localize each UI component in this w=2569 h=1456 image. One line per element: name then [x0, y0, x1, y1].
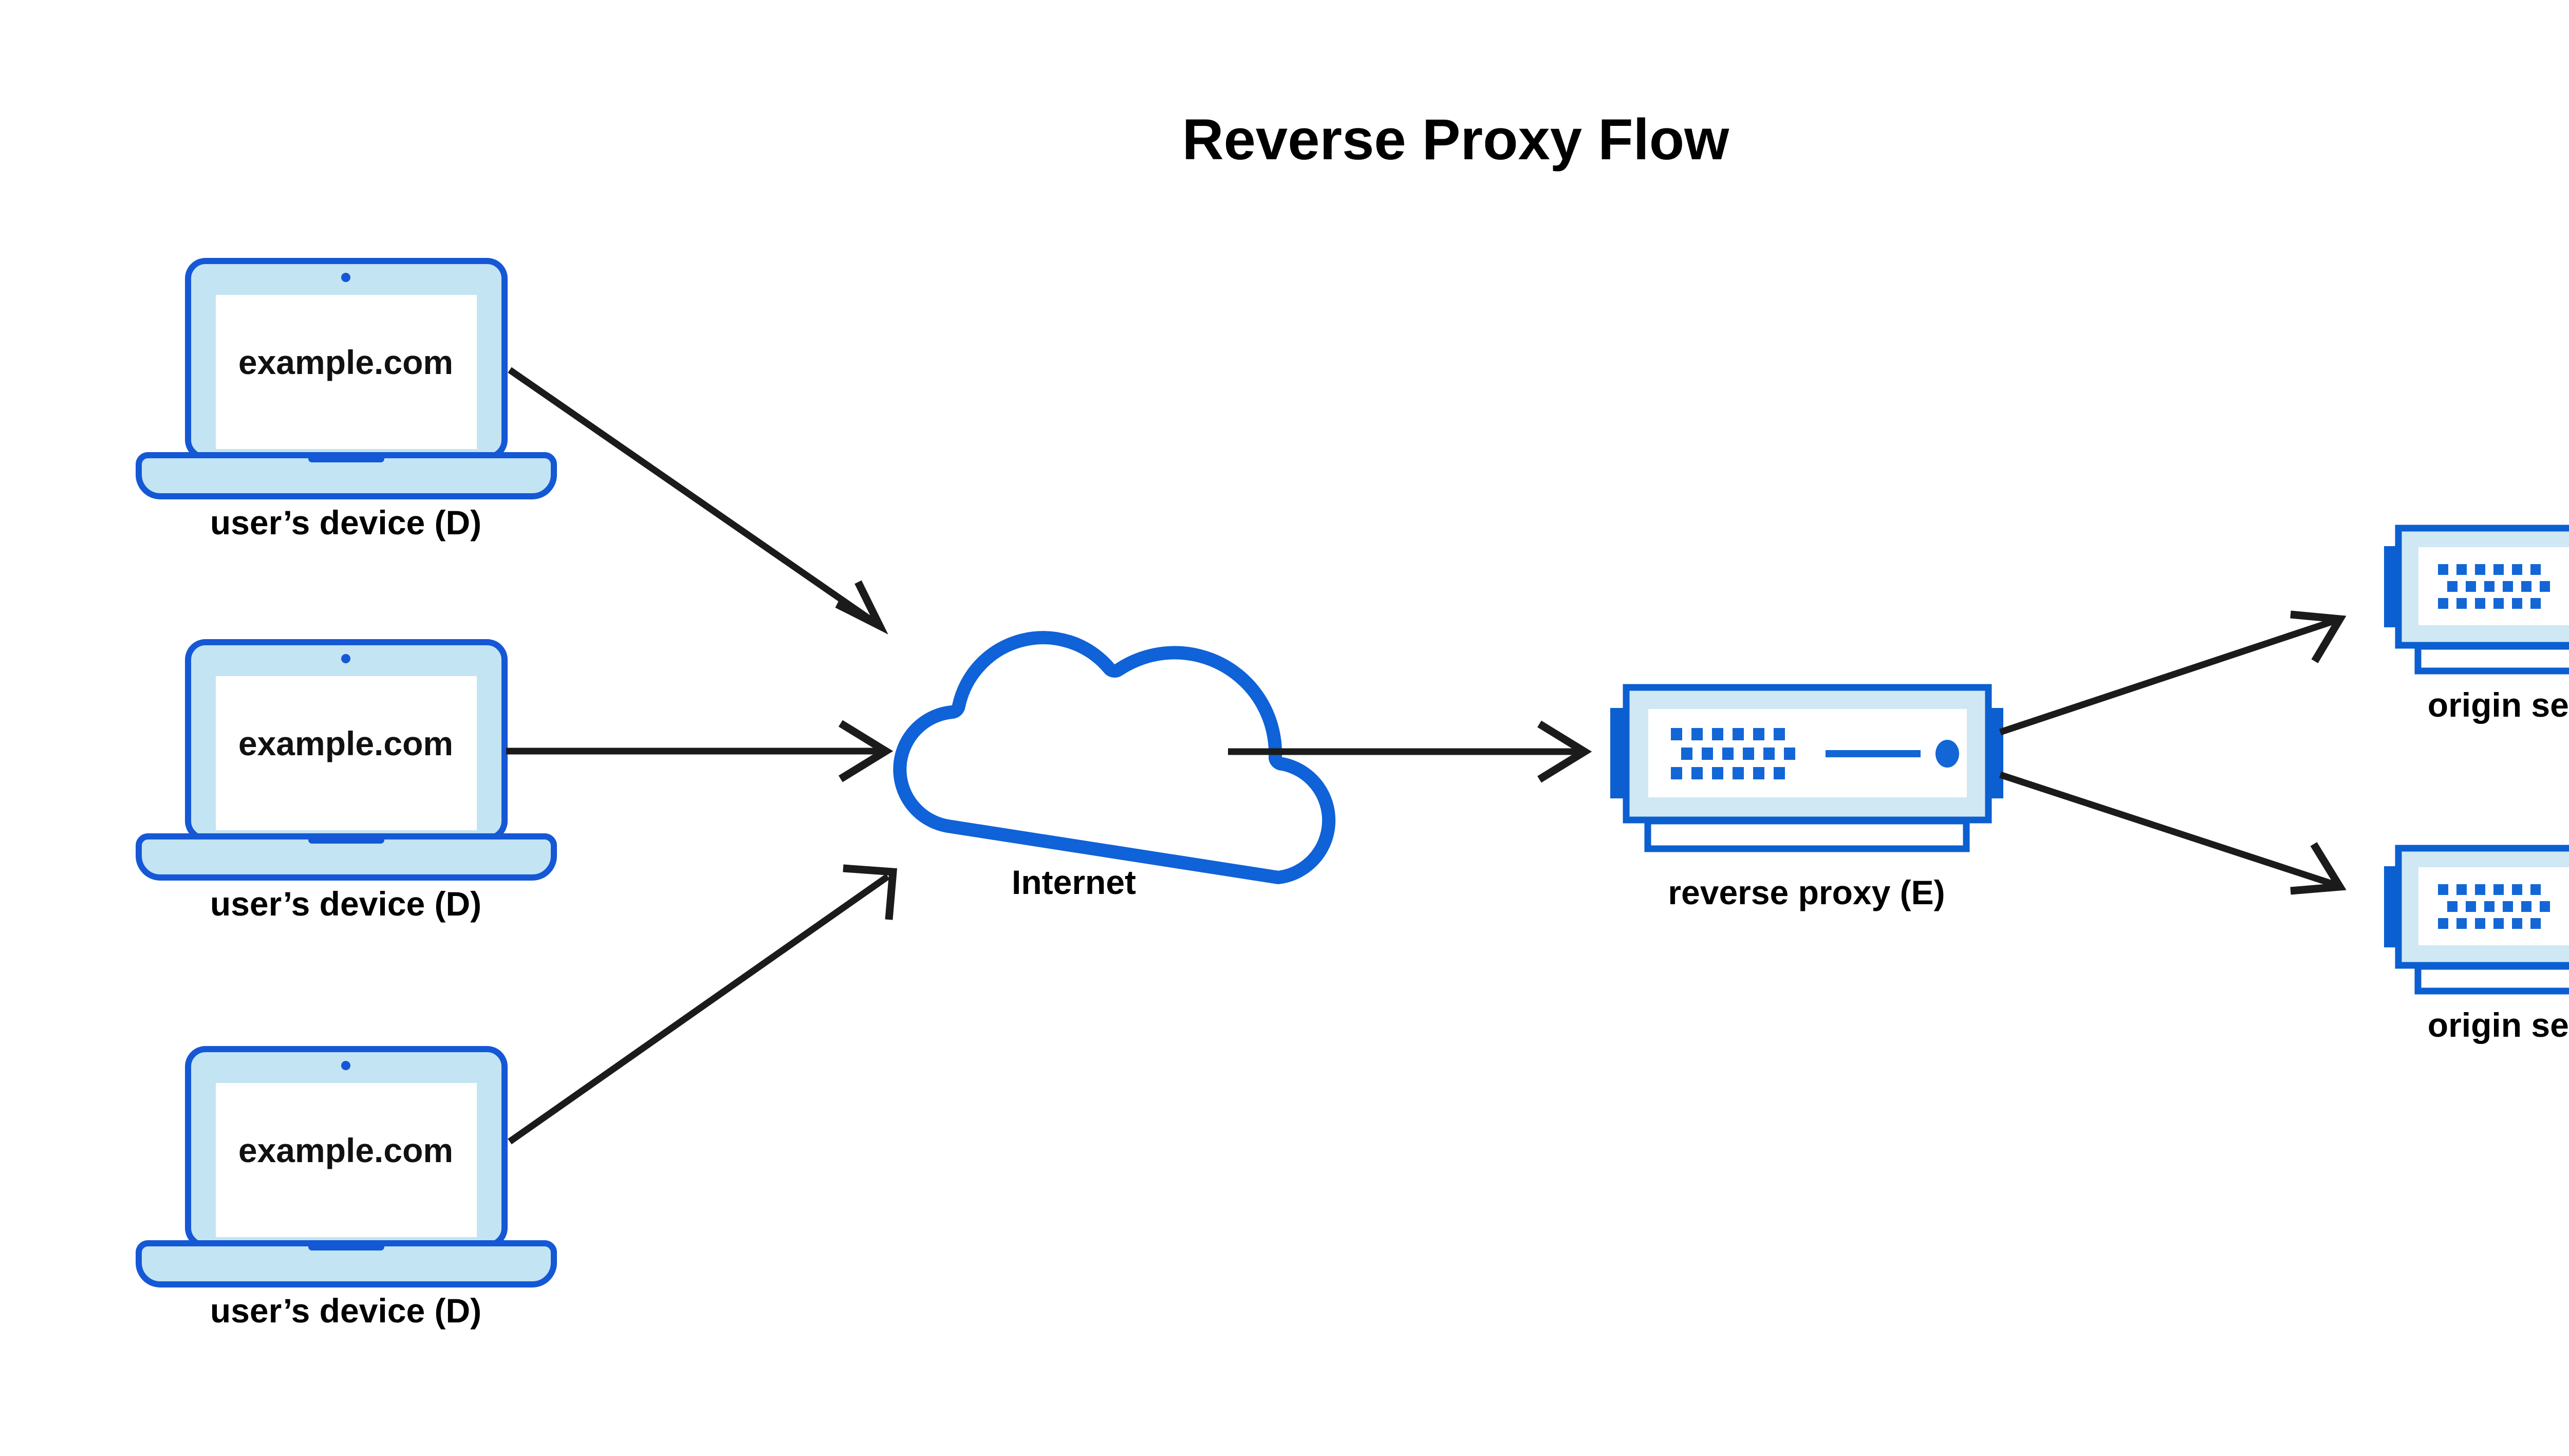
origin-server-label-1: origin server (F) [2428, 686, 2569, 724]
cloud-icon [893, 631, 1336, 884]
reverse-proxy-label: reverse proxy (E) [1668, 873, 1945, 911]
edge-client1-to-internet [508, 367, 888, 634]
server-icon [1610, 684, 2003, 852]
reverse-proxy-node[interactable]: reverse proxy (E) [1610, 684, 2003, 911]
internet-node[interactable]: Internet [893, 631, 1336, 901]
edge-client3-to-internet [508, 864, 898, 1145]
edge-proxy-to-origin2 [1999, 771, 2347, 895]
led-grid [1671, 728, 1795, 779]
client-screen-text-3: example.com [238, 1131, 453, 1169]
client-node-3[interactable]: example.com user’s device (D) [136, 1046, 557, 1330]
page-title: Reverse Proxy Flow [1182, 107, 1729, 172]
laptop-icon [136, 639, 557, 881]
laptop-icon [136, 1046, 557, 1287]
server-icon [2384, 525, 2569, 675]
client-label-1: user’s device (D) [210, 503, 481, 542]
client-screen-text-1: example.com [238, 343, 453, 381]
edge-proxy-to-origin1 [1999, 610, 2347, 736]
client-label-3: user’s device (D) [210, 1292, 481, 1330]
edge-internet-to-proxy [1228, 720, 1592, 783]
origin-server-node-1[interactable]: origin server (F) [2384, 525, 2569, 724]
edge-client2-to-internet [506, 720, 893, 782]
origin-server-node-2[interactable]: origin server (F) [2384, 845, 2569, 1044]
led-grid [2438, 884, 2550, 929]
client-screen-text-2: example.com [238, 724, 453, 762]
client-node-1[interactable]: example.com user’s device (D) [136, 258, 557, 542]
internet-label: Internet [1012, 863, 1136, 901]
laptop-icon [136, 258, 557, 499]
led-grid [2438, 564, 2550, 609]
server-icon [2384, 845, 2569, 995]
origin-server-label-2: origin server (F) [2428, 1006, 2569, 1044]
client-label-2: user’s device (D) [210, 885, 481, 923]
client-node-2[interactable]: example.com user’s device (D) [136, 639, 557, 923]
